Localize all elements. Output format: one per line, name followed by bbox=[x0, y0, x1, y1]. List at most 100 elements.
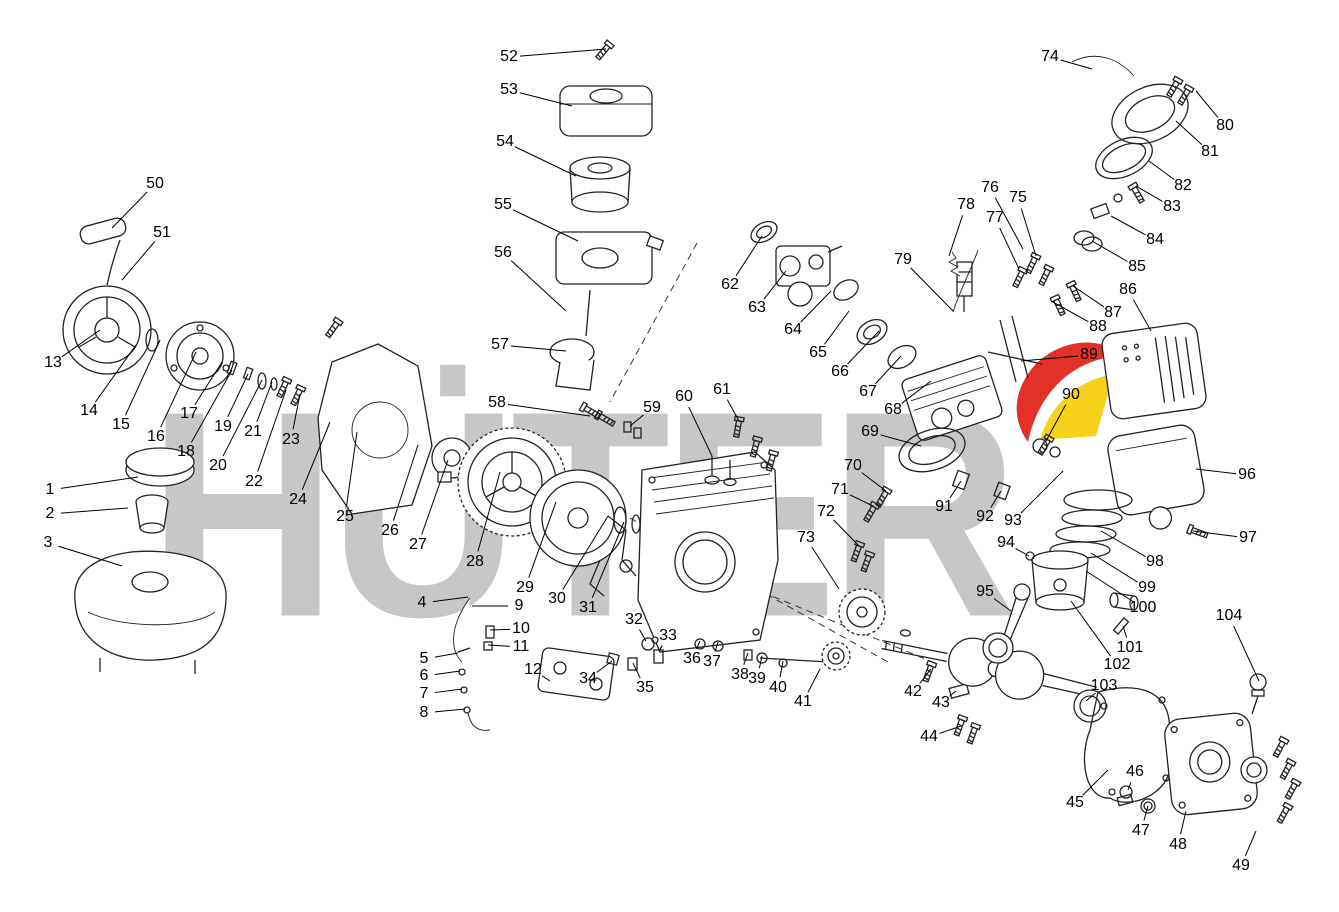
leader-line-42 bbox=[919, 668, 932, 684]
cover-gasket-part bbox=[1073, 75, 1195, 252]
fuel-filter-part bbox=[135, 494, 169, 534]
part-number-102: 102 bbox=[1103, 656, 1131, 673]
part-number-87: 87 bbox=[1104, 304, 1122, 321]
connecting-rod-part bbox=[982, 583, 1031, 664]
part-number-55: 55 bbox=[494, 196, 512, 213]
part-number-82: 82 bbox=[1174, 177, 1192, 194]
part-number-94: 94 bbox=[997, 534, 1015, 551]
leader-line-97 bbox=[1192, 530, 1238, 538]
leader-line-63 bbox=[763, 270, 787, 300]
leader-line-36 bbox=[696, 640, 701, 650]
cylinder-block-part bbox=[637, 451, 779, 653]
part-number-84: 84 bbox=[1146, 231, 1164, 248]
leader-line-78 bbox=[948, 215, 963, 257]
part-number-9: 9 bbox=[514, 597, 524, 614]
part-number-103: 103 bbox=[1090, 677, 1118, 694]
part-number-46: 46 bbox=[1126, 763, 1144, 780]
leader-line-40 bbox=[779, 660, 784, 678]
leader-line-32 bbox=[639, 629, 647, 642]
leader-line-99 bbox=[1090, 552, 1138, 583]
leader-line-66 bbox=[847, 330, 880, 365]
part-number-90: 90 bbox=[1062, 386, 1080, 403]
leader-line-58 bbox=[507, 404, 591, 417]
part-number-81: 81 bbox=[1201, 143, 1219, 160]
part-number-62: 62 bbox=[721, 276, 739, 293]
leader-line-16 bbox=[160, 351, 197, 428]
leader-line-11 bbox=[487, 644, 511, 647]
part-number-56: 56 bbox=[494, 244, 512, 261]
part-number-11: 11 bbox=[512, 638, 530, 655]
air-filter-base-part bbox=[555, 231, 665, 285]
governor-parts bbox=[606, 637, 829, 671]
part-number-10: 10 bbox=[512, 620, 530, 637]
leader-line-93 bbox=[1020, 470, 1064, 514]
leader-line-38 bbox=[743, 652, 749, 665]
part-number-16: 16 bbox=[147, 428, 165, 445]
leader-line-51 bbox=[121, 241, 156, 281]
governor-gear-part bbox=[821, 641, 851, 671]
leader-line-5 bbox=[434, 652, 459, 658]
part-number-27: 27 bbox=[409, 536, 427, 553]
leader-line-61 bbox=[726, 399, 740, 422]
leader-line-57 bbox=[510, 345, 567, 352]
spark-plug-part bbox=[948, 249, 979, 313]
leader-line-60 bbox=[688, 406, 713, 457]
part-number-28: 28 bbox=[466, 553, 484, 570]
part-number-50: 50 bbox=[146, 175, 164, 192]
leader-line-75 bbox=[1020, 208, 1037, 257]
carb-gasket-part bbox=[750, 220, 778, 244]
leader-line-96 bbox=[1195, 468, 1237, 475]
piston-part bbox=[1031, 550, 1089, 611]
part-number-96: 96 bbox=[1238, 466, 1256, 483]
leader-line-23 bbox=[292, 393, 301, 430]
part-number-31: 31 bbox=[579, 599, 597, 616]
leader-line-6 bbox=[434, 670, 461, 675]
part-number-48: 48 bbox=[1169, 836, 1187, 853]
part-number-3: 3 bbox=[43, 534, 53, 551]
part-number-76: 76 bbox=[981, 179, 999, 196]
part-number-33: 33 bbox=[659, 627, 677, 644]
muffler-part bbox=[1101, 322, 1207, 420]
leader-line-77 bbox=[999, 227, 1020, 270]
leader-line-10 bbox=[489, 628, 511, 631]
leader-line-21 bbox=[256, 381, 273, 422]
part-number-37: 37 bbox=[703, 653, 721, 670]
leader-line-12 bbox=[541, 675, 551, 682]
part-number-54: 54 bbox=[496, 133, 514, 150]
leader-line-29 bbox=[528, 501, 557, 578]
part-number-38: 38 bbox=[731, 666, 749, 683]
leader-line-88 bbox=[1050, 300, 1089, 323]
leader-line-50 bbox=[111, 191, 148, 229]
leader-line-91 bbox=[949, 480, 962, 499]
leader-line-18 bbox=[190, 369, 233, 443]
leader-line-72 bbox=[833, 519, 860, 547]
leader-line-19 bbox=[227, 373, 249, 418]
part-number-22: 22 bbox=[245, 473, 263, 490]
leader-line-83 bbox=[1135, 185, 1163, 202]
leader-line-1 bbox=[60, 476, 139, 489]
part-number-18: 18 bbox=[177, 443, 195, 460]
leader-line-104 bbox=[1233, 625, 1260, 682]
part-number-64: 64 bbox=[784, 321, 802, 338]
leader-line-85 bbox=[1091, 240, 1128, 262]
leader-line-20 bbox=[222, 379, 263, 457]
part-number-43: 43 bbox=[932, 694, 950, 711]
part-number-34: 34 bbox=[579, 670, 597, 687]
starter-pulley-part bbox=[165, 321, 235, 391]
part-number-66: 66 bbox=[831, 363, 849, 380]
part-number-14: 14 bbox=[80, 402, 98, 419]
part-number-80: 80 bbox=[1216, 117, 1234, 134]
leader-line-49 bbox=[1244, 830, 1257, 857]
part-number-4: 4 bbox=[417, 594, 427, 611]
part-number-71: 71 bbox=[831, 481, 849, 498]
leader-line-43 bbox=[949, 690, 957, 697]
fuel-tank-part bbox=[74, 550, 227, 674]
leader-line-35 bbox=[632, 662, 641, 679]
leader-line-74 bbox=[1060, 59, 1093, 70]
leader-line-73 bbox=[811, 546, 840, 590]
part-number-5: 5 bbox=[419, 650, 429, 667]
leader-line-15 bbox=[125, 339, 161, 416]
part-number-67: 67 bbox=[859, 383, 877, 400]
